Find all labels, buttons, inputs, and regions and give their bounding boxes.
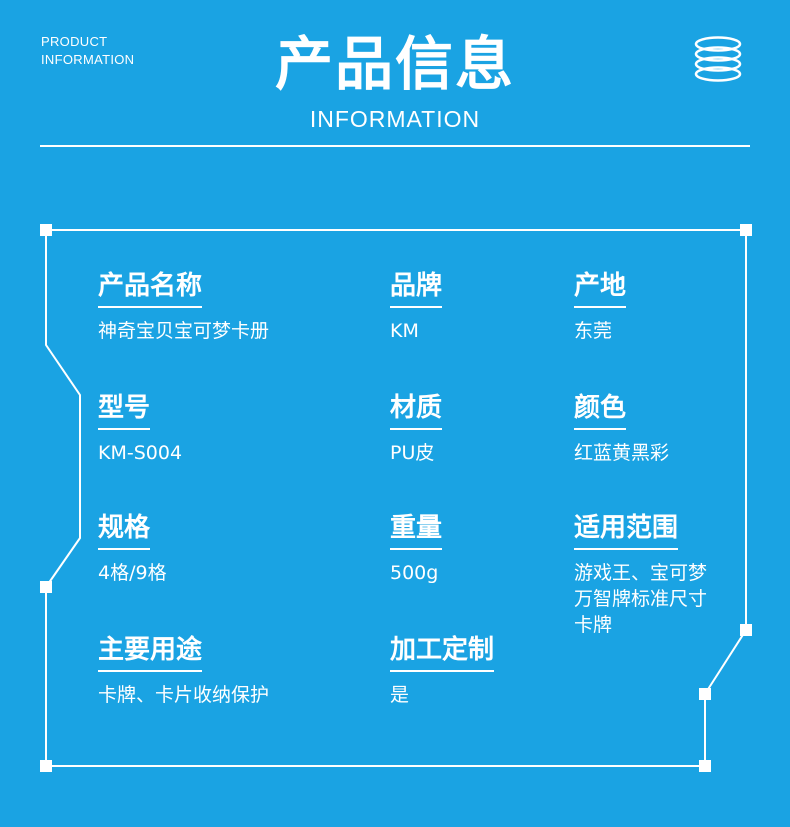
spec-item: 加工定制是	[390, 632, 495, 708]
corner-label-line2: INFORMATION	[41, 52, 135, 67]
spec-value-line: KM	[390, 320, 419, 342]
frame-corner-square	[40, 224, 52, 236]
page-subtitle: INFORMATION	[309, 106, 481, 132]
page-title: 产品信息	[274, 30, 515, 98]
frame-corner-square	[40, 760, 52, 772]
spec-value: 红蓝黄黑彩	[574, 440, 669, 466]
spec-value-line: 神奇宝贝宝可梦卡册	[98, 320, 270, 342]
spec-value-line: 游戏王、宝可梦	[574, 562, 708, 584]
spec-item: 重量 500g	[390, 510, 443, 586]
spec-item: 产地东莞	[574, 268, 627, 344]
spec-label: 适用范围	[574, 510, 679, 550]
spec-value-line: 卡牌	[574, 614, 613, 636]
spec-label: 材质	[390, 390, 443, 430]
spec-value: 卡牌、卡片收纳保护	[98, 682, 269, 708]
spec-item: 规格 4格/9格	[98, 510, 167, 586]
spec-item: 产品名称神奇宝贝宝可梦卡册	[98, 268, 269, 344]
spec-label: 重量	[390, 510, 443, 550]
spec-value-line: 是	[390, 684, 410, 706]
spec-value: 东莞	[574, 318, 626, 344]
spec-label: 产地	[574, 268, 627, 308]
spec-label: 型号	[98, 390, 151, 430]
spec-item: 材质 PU皮	[390, 390, 443, 466]
spec-value: KM-S004	[98, 440, 182, 466]
spec-label: 产品名称	[98, 268, 203, 308]
spec-value-line: 4格/9格	[98, 562, 167, 584]
spec-value-line: 万智牌标准尺寸	[574, 588, 708, 610]
spec-value: 500g	[390, 560, 442, 586]
header-divider	[40, 145, 750, 147]
spec-label: 加工定制	[390, 632, 495, 672]
corner-label-line1: PRODUCT	[41, 34, 108, 49]
spec-value: PU皮	[390, 440, 442, 466]
spec-value-line: KM-S004	[98, 442, 183, 464]
frame-corner-square	[699, 760, 711, 772]
spec-value: 神奇宝贝宝可梦卡册	[98, 318, 269, 344]
frame-corner-square	[699, 688, 711, 700]
spec-value: 是	[390, 682, 494, 708]
spec-item: 主要用途卡牌、卡片收纳保护	[98, 632, 269, 708]
spec-label: 颜色	[574, 390, 627, 430]
spec-label: 主要用途	[98, 632, 203, 672]
frame-corner-square	[40, 581, 52, 593]
spec-value: 游戏王、宝可梦万智牌标准尺寸卡牌	[574, 560, 707, 638]
spec-label: 品牌	[390, 268, 443, 308]
spec-label: 规格	[98, 510, 151, 550]
spec-value-line: 东莞	[574, 320, 613, 342]
spec-item: 适用范围游戏王、宝可梦万智牌标准尺寸卡牌	[574, 510, 707, 638]
spec-item: 品牌 KM	[390, 268, 443, 344]
spec-item: 颜色红蓝黄黑彩	[574, 390, 669, 466]
spec-value-line: PU皮	[390, 442, 435, 464]
spec-value-line: 500g	[390, 562, 439, 584]
spec-item: 型号 KM-S004	[98, 390, 182, 466]
spec-value: KM	[390, 318, 442, 344]
corner-label: PRODUCT INFORMATION	[41, 33, 134, 69]
rings-icon	[694, 36, 742, 82]
spec-value-line: 卡牌、卡片收纳保护	[98, 684, 270, 706]
frame-corner-square	[740, 224, 752, 236]
frame-corner-square	[740, 624, 752, 636]
spec-value-line: 红蓝黄黑彩	[574, 442, 670, 464]
spec-value: 4格/9格	[98, 560, 167, 586]
